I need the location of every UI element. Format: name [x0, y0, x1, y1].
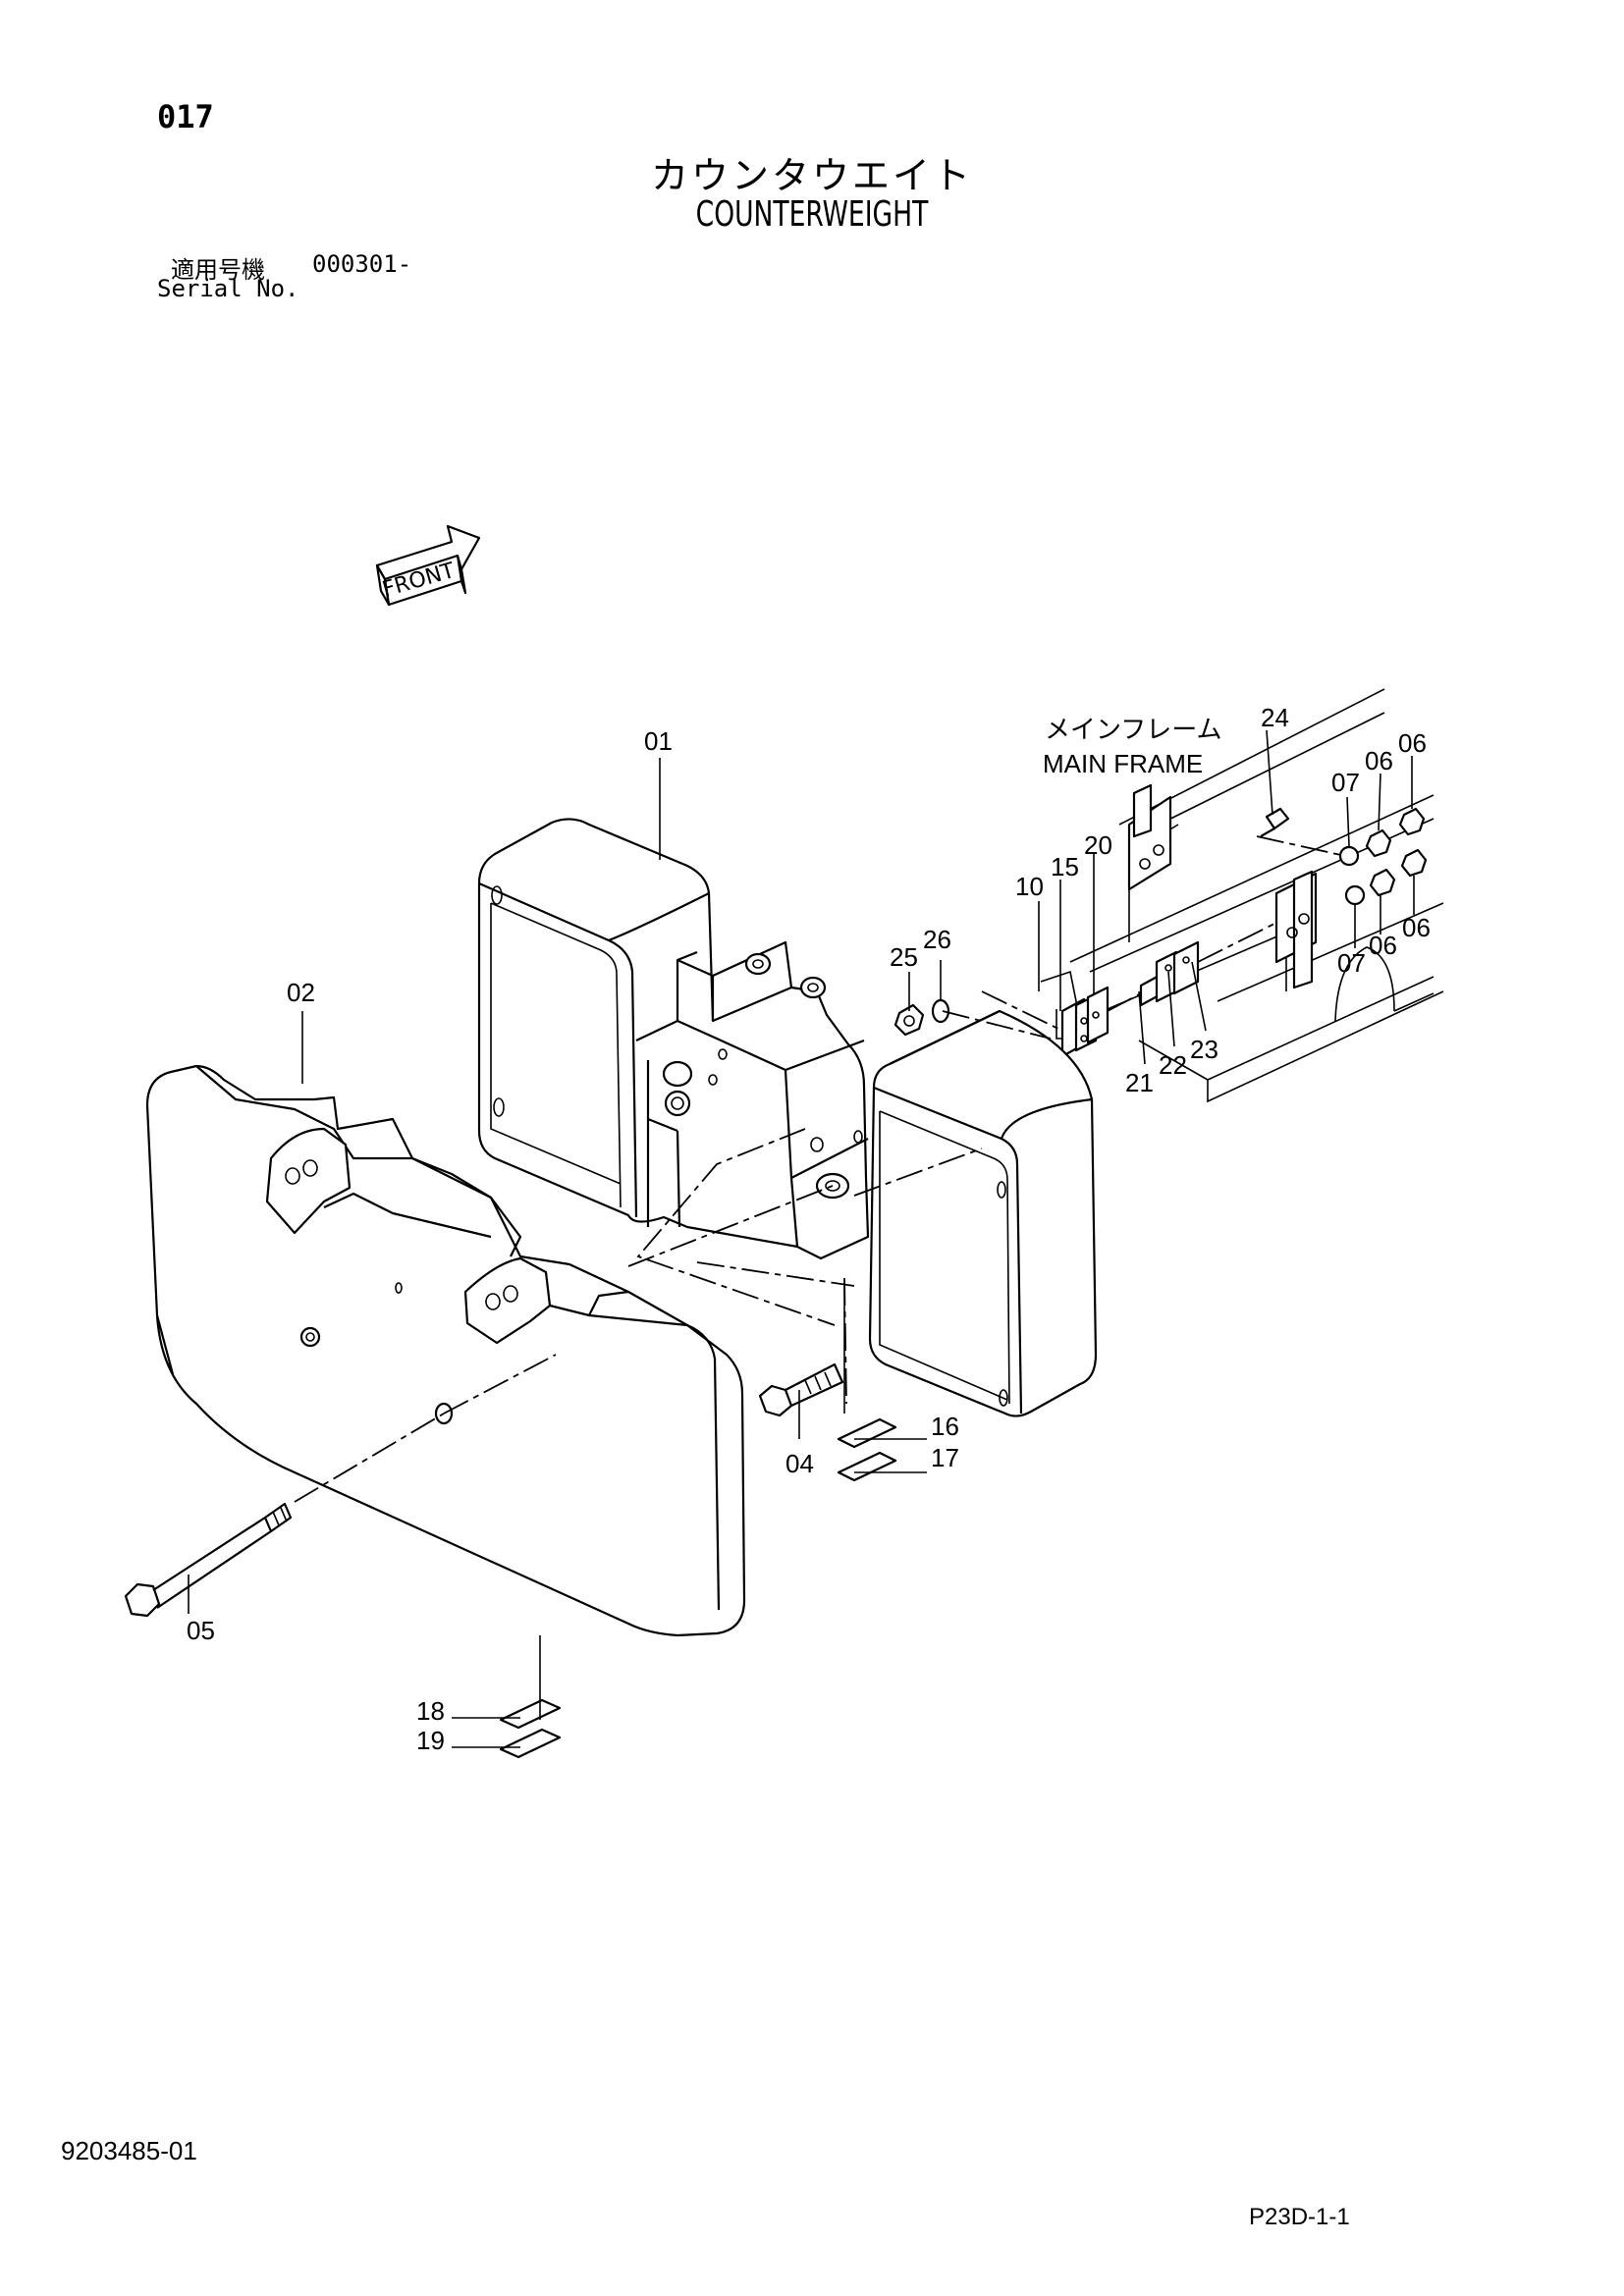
decal-19 [499, 1728, 562, 1759]
document-number: 9203485-01 [61, 2136, 197, 2165]
main-frame-label-english: MAIN FRAME [1043, 749, 1203, 778]
callout-06b: 06 [1398, 728, 1427, 758]
callout-25: 25 [890, 942, 918, 972]
bolt-24 [1256, 807, 1346, 857]
washer-07a [1338, 845, 1360, 867]
callout-05: 05 [187, 1616, 215, 1645]
callout-07b: 07 [1337, 948, 1366, 978]
decal-16 [837, 1417, 897, 1449]
callout-23: 23 [1190, 1035, 1218, 1064]
callout-04: 04 [785, 1449, 814, 1478]
callout-06c: 06 [1369, 931, 1397, 960]
callout-19: 19 [416, 1726, 445, 1755]
callout-24: 24 [1261, 703, 1289, 732]
serial-label-english: Serial No. [157, 275, 299, 302]
nut-06a [1365, 828, 1392, 858]
leader-lines [188, 729, 1415, 1748]
callout-22: 22 [1159, 1050, 1187, 1080]
shim-plates [981, 922, 1277, 1058]
callout-01: 01 [644, 726, 673, 756]
callout-20: 20 [1084, 830, 1112, 860]
callout-06d: 06 [1402, 913, 1431, 942]
bolt-04 [758, 1362, 844, 1417]
serial-label-japanese: 適用号機 [171, 256, 265, 284]
callout-21: 21 [1125, 1068, 1154, 1097]
front-arrow-icon: FRONT [375, 524, 481, 607]
callout-06a: 06 [1365, 746, 1393, 775]
page-title-english: COUNTERWEIGHT [695, 194, 929, 235]
callout-16: 16 [931, 1412, 959, 1441]
main-frame-label-japanese: メインフレーム [1045, 716, 1221, 745]
callout-17: 17 [931, 1443, 959, 1472]
decal-17 [837, 1451, 897, 1482]
callout-15: 15 [1051, 852, 1079, 881]
callout-26: 26 [923, 925, 951, 954]
counterweight-01-rear-box [868, 1009, 1098, 1417]
decal-18 [499, 1698, 562, 1730]
bolt-05 [124, 1502, 293, 1618]
counterweight-02 [145, 1064, 746, 1637]
page-number: 017 [157, 98, 214, 135]
callout-02: 02 [287, 978, 315, 1007]
washer-07b [1344, 884, 1366, 906]
callout-07a: 07 [1331, 768, 1360, 797]
sheet-code: P23D-1-1 [1249, 2204, 1350, 2230]
nut-06c [1369, 868, 1396, 897]
nut-06d [1400, 848, 1428, 878]
nut-06b [1398, 807, 1426, 836]
nut-25 [893, 1003, 925, 1037]
main-frame [1040, 688, 1444, 1103]
counterweight-01 [477, 818, 870, 1260]
serial-range: 000301- [312, 250, 412, 278]
callout-18: 18 [416, 1696, 445, 1726]
callout-10: 10 [1015, 872, 1044, 901]
page-title-japanese: カウンタウエイト [650, 154, 973, 197]
